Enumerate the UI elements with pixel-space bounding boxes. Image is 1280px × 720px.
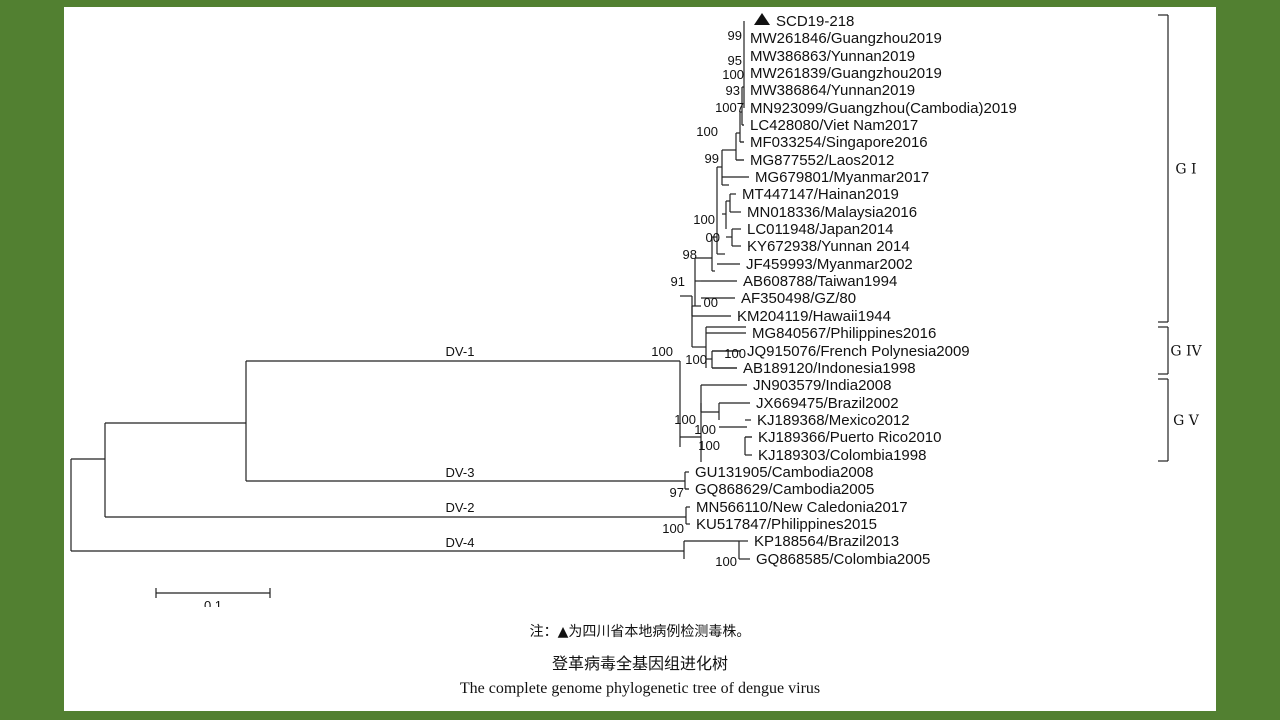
leaf-label: MG840567/Philippines2016	[752, 325, 936, 342]
serotype-label: DV-1	[446, 344, 475, 359]
leaf-label: JF459993/Myanmar2002	[746, 256, 913, 273]
bootstrap-label: 93	[726, 83, 740, 98]
bootstrap-label: 99	[705, 151, 719, 166]
leaf-label: MW261839/Guangzhou2019	[750, 65, 942, 82]
bootstrap-label: 100	[715, 554, 737, 569]
bootstrap-label: 100	[662, 521, 684, 536]
leaf-label: GQ868585/Colombia2005	[756, 551, 930, 568]
genotype-label: G I	[1175, 162, 1196, 178]
leaf-label: SCD19-218	[776, 13, 854, 30]
leaf-label: KP188564/Brazil2013	[754, 533, 899, 550]
bootstrap-label: 100	[651, 344, 673, 359]
bootstrap-label: 100	[693, 212, 715, 227]
bootstrap-label: 100	[674, 412, 696, 427]
scale-bar-label: 0.1	[204, 598, 222, 607]
bootstrap-label: 00	[704, 295, 718, 310]
serotype-label: DV-2	[446, 500, 475, 515]
bootstrap-label: 100	[722, 67, 744, 82]
leaf-label: AB189120/Indonesia1998	[743, 360, 916, 377]
leaf-label: LC011948/Japan2014	[747, 221, 894, 238]
serotype-label: DV-4	[446, 535, 475, 550]
leaf-label: MT447147/Hainan2019	[742, 186, 899, 203]
leaf-label: MW386864/Yunnan2019	[750, 82, 915, 99]
leaf-label: AB608788/Taiwan1994	[743, 273, 897, 290]
leaf-label: AF350498/GZ/80	[741, 290, 856, 307]
bootstrap-label: 95	[728, 53, 742, 68]
figure-title-chinese: 登革病毒全基因组进化树	[551, 654, 728, 673]
bootstrap-label: 100	[694, 422, 716, 437]
leaf-label: MG679801/Myanmar2017	[755, 169, 929, 186]
leaf-label: MW261846/Guangzhou2019	[750, 30, 942, 47]
leaf-label: KY672938/Yunnan 2014	[747, 238, 910, 255]
bootstrap-label: 1007	[715, 100, 744, 115]
leaf-label: MN923099/Guangzhou(Cambodia)2019	[750, 100, 1017, 117]
leaf-label: MF033254/Singapore2016	[750, 134, 928, 151]
serotype-label: DV-3	[446, 465, 475, 480]
leaf-label: KJ189368/Mexico2012	[757, 412, 910, 429]
leaf-label: LC428080/Viet Nam2017	[750, 117, 918, 134]
bootstrap-label: 100	[724, 346, 746, 361]
leaf-label: KU517847/Philippines2015	[696, 516, 877, 533]
leaf-label: MN566110/New Caledonia2017	[696, 499, 908, 516]
leaf-label: MW386863/Yunnan2019	[750, 48, 915, 65]
figure-title-english: The complete genome phylogenetic tree of…	[459, 680, 821, 697]
genotype-label: G IV	[1170, 344, 1202, 360]
bootstrap-label: 100	[698, 438, 720, 453]
leaf-label: GU131905/Cambodia2008	[695, 464, 873, 481]
leaf-label: JN903579/India2008	[753, 377, 891, 394]
leaf-label: GQ868629/Cambodia2005	[695, 481, 874, 498]
figure-note: 注：▲为四川省本地病例检测毒株。	[529, 624, 751, 640]
bootstrap-label: 100	[696, 124, 718, 139]
bootstrap-label: 00	[706, 230, 720, 245]
leaf-label: MG877552/Laos2012	[750, 152, 894, 169]
bootstrap-label: 100	[685, 352, 707, 367]
leaf-label: KM204119/Hawaii1944	[737, 308, 891, 325]
leaf-label: MN018336/Malaysia2016	[747, 204, 917, 221]
leaf-label: KJ189303/Colombia1998	[758, 447, 926, 464]
bootstrap-label: 97	[670, 485, 684, 500]
leaf-label: JQ915076/French Polynesia2009	[747, 343, 970, 360]
phylogenetic-tree: SCD19-218MW261846/Guangzhou2019MW386863/…	[70, 13, 1203, 607]
bootstrap-label: 91	[671, 274, 685, 289]
triangle-marker-icon	[754, 13, 770, 25]
bootstrap-label: 99	[728, 28, 742, 43]
genotype-label: G V	[1173, 413, 1200, 429]
leaf-label: KJ189366/Puerto Rico2010	[758, 429, 941, 446]
leaf-label: JX669475/Brazil2002	[756, 395, 899, 412]
bootstrap-label: 98	[683, 247, 697, 262]
